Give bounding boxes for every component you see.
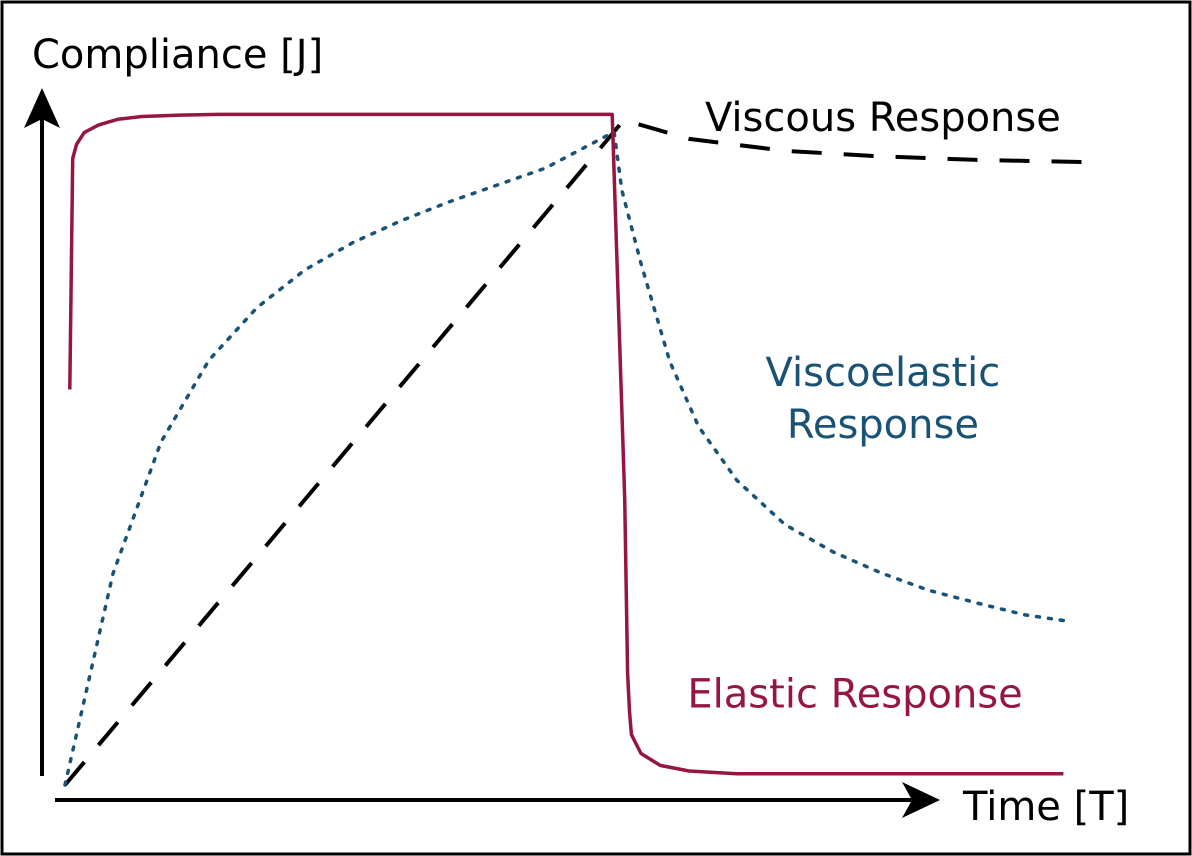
annotation-layer: Viscous ResponseViscoelasticResponseElas… [687, 95, 1060, 717]
series-label-0: Viscous Response [705, 95, 1061, 141]
x-axis-arrow-icon [902, 782, 940, 818]
series-line-elastic-response [68, 112, 1064, 776]
x-axis-label: Time [T] [962, 784, 1129, 830]
y-axis-label: Compliance [J] [32, 32, 323, 78]
series-label-1: Viscoelastic [766, 350, 1001, 396]
y-axis-arrow-icon [24, 88, 60, 128]
series-label-3: Elastic Response [687, 671, 1022, 717]
series-layer [63, 112, 1083, 787]
series-line-viscoelastic-response [63, 130, 1066, 787]
series-label-2: Response [787, 402, 979, 448]
